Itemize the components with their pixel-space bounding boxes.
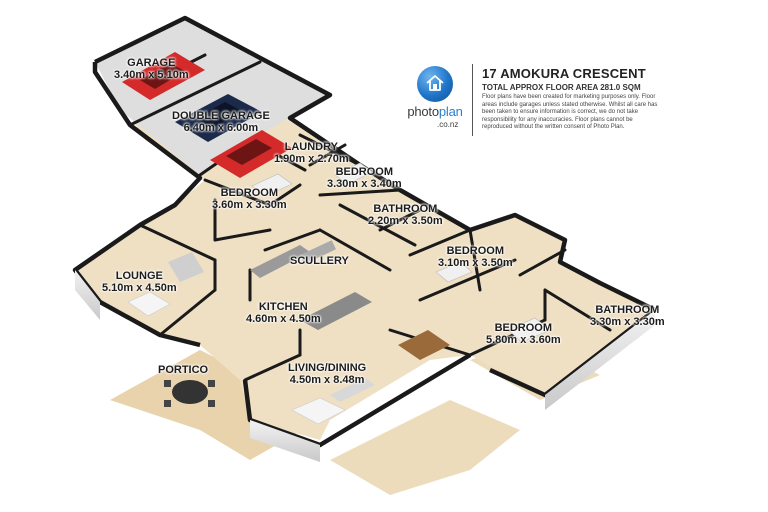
room-name: GARAGE	[127, 57, 176, 69]
portico-table	[172, 380, 208, 404]
logo-word-photo: photo	[407, 104, 439, 119]
room-name: DOUBLE GARAGE	[172, 110, 270, 122]
car-dark	[175, 94, 262, 142]
portico-chairs	[164, 380, 215, 407]
room-name: SCULLERY	[290, 255, 349, 267]
outer-wall	[94, 15, 658, 398]
house-icon	[426, 75, 444, 91]
room-name: PORTICO	[158, 364, 209, 376]
wall-face	[250, 420, 320, 462]
logo-word-plan: plan	[438, 104, 463, 119]
room-size: 1.90m x 2.70m	[274, 153, 349, 165]
room-size: 3.30m x 3.30m	[590, 316, 665, 328]
room-garage: GARAGE 3.40m x 5.10m	[114, 57, 189, 81]
room-size: 4.60m x 4.50m	[246, 313, 321, 325]
bed	[251, 173, 293, 197]
room-name: LOUNGE	[115, 270, 163, 282]
room-name: BATHROOM	[373, 203, 438, 215]
room-bathroom-a: BATHROOM 2.20m x 3.50m	[368, 203, 443, 227]
room-laundry: LAUNDRY 1.90m x 2.70m	[274, 141, 349, 165]
car-garage	[122, 52, 205, 100]
scullery-bench	[300, 240, 336, 265]
kitchen-island	[300, 292, 372, 330]
living-sofa	[330, 378, 375, 402]
wall-face	[75, 270, 100, 320]
logo-domain: .co.nz	[437, 120, 459, 129]
wall-face	[545, 310, 655, 410]
kitchen-bench	[250, 245, 310, 278]
property-info: 17 AMOKURA CRESCENT TOTAL APPROX FLOOR A…	[472, 64, 664, 136]
garage-floor	[95, 18, 330, 175]
room-double-garage: DOUBLE GARAGE 6.40m x 6.00m	[172, 110, 270, 134]
room-size: 3.30m x 3.40m	[327, 178, 402, 190]
lounge-rug	[127, 291, 171, 317]
room-portico: PORTICO	[158, 364, 208, 376]
room-size: 4.50m x 8.48m	[289, 374, 365, 386]
room-size: 5.10m x 4.50m	[102, 282, 177, 294]
room-bedroom-d: BEDROOM 5.80m x 3.60m	[486, 322, 561, 346]
room-name: BEDROOM	[220, 187, 279, 199]
bed	[435, 261, 473, 283]
room-name: BATHROOM	[595, 304, 660, 316]
room-bedroom-c: BEDROOM 3.10m x 3.50m	[438, 245, 513, 269]
room-bedroom-a: BEDROOM 3.30m x 3.40m	[327, 166, 402, 190]
bed	[507, 317, 551, 343]
photoplan-logo: photoplan .co.nz	[404, 66, 466, 138]
dining-table	[398, 330, 450, 360]
room-size: 2.20m x 3.50m	[368, 215, 443, 227]
rear-deck	[330, 400, 520, 495]
house-globe-icon	[417, 66, 453, 102]
disclaimer-text: Floor plans have been created for market…	[482, 94, 658, 130]
bed	[334, 162, 373, 185]
room-kitchen: KITCHEN 4.60m x 4.50m	[246, 301, 321, 325]
room-name: LIVING/DINING	[288, 362, 367, 374]
room-name: LAUNDRY	[284, 141, 338, 153]
room-size: 6.40m x 6.00m	[183, 122, 259, 134]
lounge-sofa	[168, 252, 204, 282]
room-living-dining: LIVING/DINING 4.50m x 8.48m	[288, 362, 366, 386]
room-size: 3.60m x 3.30m	[212, 199, 287, 211]
total-floor-area: TOTAL APPROX FLOOR AREA 281.0 SQM	[482, 83, 641, 92]
outer-wall-west	[72, 62, 203, 348]
property-address: 17 AMOKURA CRESCENT	[482, 66, 646, 81]
living-rug	[291, 397, 346, 425]
car-red	[210, 130, 292, 178]
room-size: 3.40m x 5.10m	[114, 69, 189, 81]
room-size: 3.10m x 3.50m	[438, 257, 513, 269]
room-name: BEDROOM	[335, 166, 394, 178]
room-lounge: LOUNGE 5.10m x 4.50m	[102, 270, 177, 294]
room-scullery: SCULLERY	[290, 255, 349, 267]
room-bedroom-b: BEDROOM 3.60m x 3.30m	[212, 187, 287, 211]
room-size: 5.80m x 3.60m	[486, 334, 561, 346]
logo-wordmark: photoplan	[404, 104, 466, 119]
room-name: BEDROOM	[446, 245, 505, 257]
room-name: KITCHEN	[258, 301, 308, 313]
room-name: BEDROOM	[494, 322, 553, 334]
room-bathroom-b: BATHROOM 3.30m x 3.30m	[590, 304, 665, 328]
